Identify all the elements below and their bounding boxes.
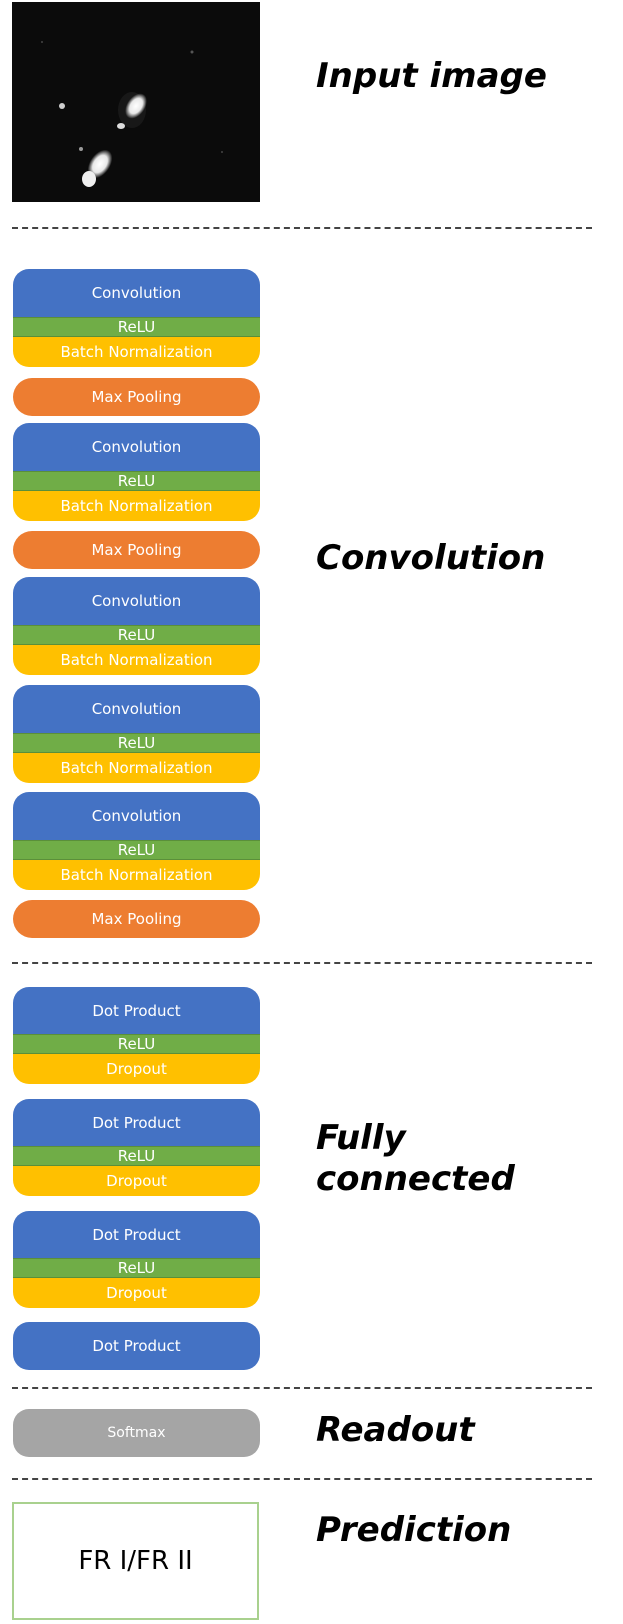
- radio-galaxy-image: [12, 2, 260, 202]
- section-divider: [12, 1478, 592, 1480]
- max-pooling-layer: Max Pooling: [13, 378, 260, 416]
- fc-block-2: Dot Product ReLU Dropout: [13, 1099, 260, 1196]
- convolution-layer: Convolution: [13, 792, 260, 840]
- fc-block-3: Dot Product ReLU Dropout: [13, 1211, 260, 1308]
- convolution-layer: Convolution: [13, 685, 260, 733]
- section-divider: [12, 1387, 592, 1389]
- section-title-convolution: Convolution: [316, 538, 546, 578]
- fc-block-1: Dot Product ReLU Dropout: [13, 987, 260, 1084]
- section-divider: [12, 227, 592, 229]
- relu-layer: ReLU: [13, 1258, 260, 1278]
- relu-layer: ReLU: [13, 625, 260, 645]
- relu-layer: ReLU: [13, 317, 260, 337]
- fc-block-4: Dot Product: [13, 1322, 260, 1370]
- max-pooling-layer: Max Pooling: [13, 531, 260, 569]
- relu-layer: ReLU: [13, 733, 260, 753]
- section-title-prediction: Prediction: [316, 1510, 512, 1550]
- dropout-layer: Dropout: [13, 1054, 260, 1084]
- section-title-input: Input image: [316, 56, 547, 96]
- convolution-layer: Convolution: [13, 577, 260, 625]
- relu-layer: ReLU: [13, 1034, 260, 1054]
- relu-layer: ReLU: [13, 840, 260, 860]
- section-title-readout: Readout: [316, 1410, 475, 1450]
- batch-norm-layer: Batch Normalization: [13, 491, 260, 521]
- section-divider: [12, 962, 592, 964]
- batch-norm-layer: Batch Normalization: [13, 860, 260, 890]
- dot-product-layer: Dot Product: [13, 1322, 260, 1370]
- dot-product-layer: Dot Product: [13, 1099, 260, 1146]
- convolution-layer: Convolution: [13, 269, 260, 317]
- batch-norm-layer: Batch Normalization: [13, 337, 260, 367]
- conv-block-1: Convolution ReLU Batch Normalization: [13, 269, 260, 367]
- conv-block-4: Convolution ReLU Batch Normalization: [13, 685, 260, 783]
- conv-block-3: Convolution ReLU Batch Normalization: [13, 577, 260, 675]
- section-title-fully-connected-line-2: connected: [316, 1158, 515, 1199]
- conv-block-2: Convolution ReLU Batch Normalization: [13, 423, 260, 521]
- convolution-layer: Convolution: [13, 423, 260, 471]
- dot-product-layer: Dot Product: [13, 1211, 260, 1258]
- section-title-fully-connected: Fully connected: [316, 1118, 515, 1200]
- input-image: [12, 2, 260, 202]
- dropout-layer: Dropout: [13, 1166, 260, 1196]
- section-title-fully-connected-line-1: Fully: [316, 1118, 406, 1158]
- softmax-layer: Softmax: [13, 1409, 260, 1457]
- dot-product-layer: Dot Product: [13, 987, 260, 1034]
- relu-layer: ReLU: [13, 1146, 260, 1166]
- batch-norm-layer: Batch Normalization: [13, 645, 260, 675]
- prediction-box: FR I/FR II: [12, 1502, 259, 1620]
- dropout-layer: Dropout: [13, 1278, 260, 1308]
- relu-layer: ReLU: [13, 471, 260, 491]
- batch-norm-layer: Batch Normalization: [13, 753, 260, 783]
- max-pooling-layer: Max Pooling: [13, 900, 260, 938]
- conv-block-5: Convolution ReLU Batch Normalization: [13, 792, 260, 890]
